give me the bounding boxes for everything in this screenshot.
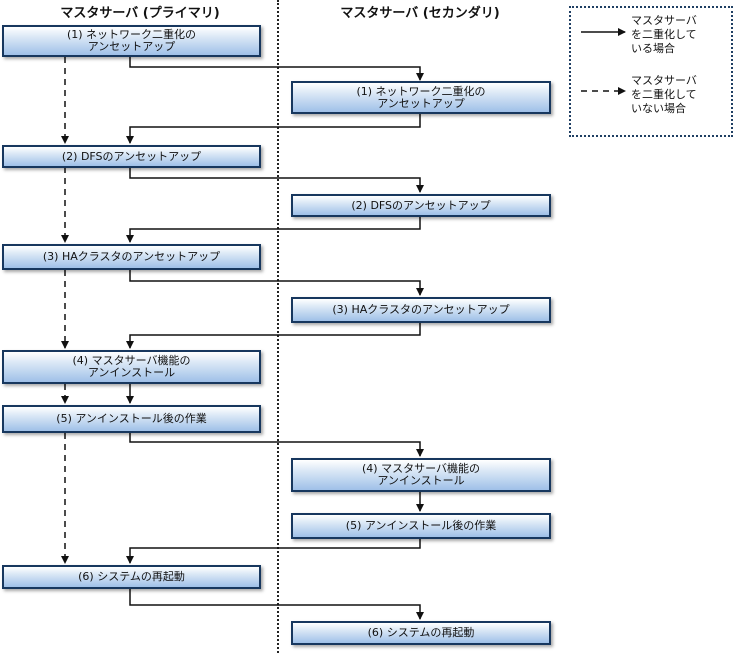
arrow-s1-to-p2 <box>126 114 421 144</box>
column-divider <box>277 0 279 653</box>
primary-step-1-label: (1) ネットワーク二重化の アンセットアップ <box>66 28 197 53</box>
secondary-step-6-box: (6) システムの再起動 <box>291 621 551 645</box>
primary-step-6-box: (6) システムの再起動 <box>2 565 261 589</box>
primary-step-4-label: (4) マスタサーバ機能の アンインストール <box>72 354 191 379</box>
legend-solid-label: マスタサーバ を二重化して いる場合 <box>631 14 697 55</box>
primary-step-5-label: (5) アンインストール後の作業 <box>56 412 207 425</box>
secondary-step-3-label: (3) HAクラスタのアンセットアップ <box>332 303 510 316</box>
secondary-step-3-box: (3) HAクラスタのアンセットアップ <box>291 297 551 323</box>
arrow-p3-to-s3 <box>129 270 424 296</box>
primary-step-3-label: (3) HAクラスタのアンセットアップ <box>42 250 221 263</box>
primary-step-6-label: (6) システムの再起動 <box>78 570 185 583</box>
primary-step-2-box: (2) DFSのアンセットアップ <box>2 145 261 168</box>
primary-step-4-box: (4) マスタサーバ機能の アンインストール <box>2 350 261 384</box>
secondary-step-1-box: (1) ネットワーク二重化の アンセットアップ <box>291 81 551 114</box>
primary-step-2-label: (2) DFSのアンセットアップ <box>61 149 202 163</box>
primary-step-3-box: (3) HAクラスタのアンセットアップ <box>2 244 261 270</box>
secondary-step-4-box: (4) マスタサーバ機能の アンインストール <box>291 458 551 492</box>
arrow-s5-to-p6 <box>126 539 421 564</box>
arrow-p5-to-s4 <box>129 433 424 457</box>
arrow-p1-to-s1 <box>129 57 424 81</box>
arrow-p6-to-s6 <box>129 589 424 620</box>
secondary-column-header: マスタサーバ (セカンダリ) <box>340 6 500 21</box>
secondary-step-4-label: (4) マスタサーバ機能の アンインストール <box>362 462 480 487</box>
secondary-step-2-label: (2) DFSのアンセットアップ <box>351 198 491 212</box>
primary-step-5-box: (5) アンインストール後の作業 <box>2 405 261 433</box>
arrow-s3-to-p4 <box>126 322 421 349</box>
secondary-step-1-label: (1) ネットワーク二重化の アンセットアップ <box>356 84 486 110</box>
secondary-step-5-box: (5) アンインストール後の作業 <box>291 513 551 539</box>
legend-arrows <box>581 28 626 95</box>
primary-column-header: マスタサーバ (プライマリ) <box>60 6 220 21</box>
primary-step-1-box: (1) ネットワーク二重化の アンセットアップ <box>2 25 261 57</box>
arrow-p2-to-s2 <box>129 167 424 193</box>
secondary-step-6-label: (6) システムの再起動 <box>367 626 475 639</box>
legend: マスタサーバ を二重化して いる場合 マスタサーバ を二重化して いない場合 <box>569 6 733 137</box>
arrow-s2-to-p3 <box>126 217 421 243</box>
legend-dashed-label: マスタサーバ を二重化して いない場合 <box>631 74 697 115</box>
secondary-step-2-box: (2) DFSのアンセットアップ <box>291 194 551 217</box>
secondary-step-5-label: (5) アンインストール後の作業 <box>345 519 497 532</box>
